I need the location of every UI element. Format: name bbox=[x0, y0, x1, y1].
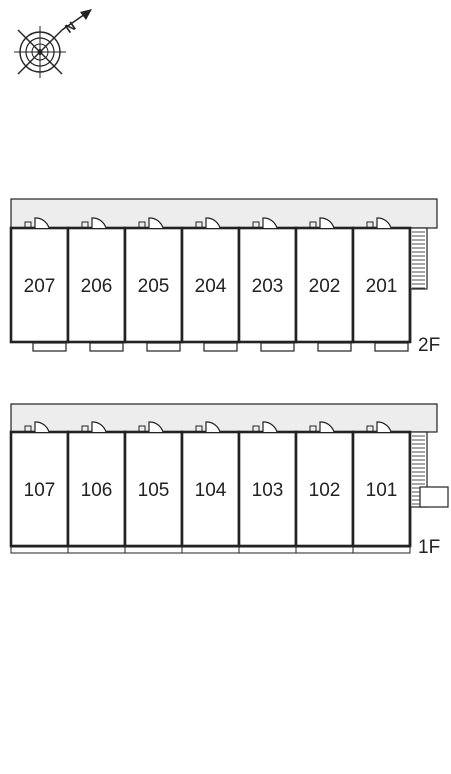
meter-box bbox=[309, 221, 317, 228]
compass-north-arrow bbox=[61, 9, 92, 31]
unit-number: 107 bbox=[24, 480, 56, 501]
unit-room bbox=[180, 430, 241, 548]
balcony bbox=[317, 342, 352, 352]
balcony bbox=[203, 342, 238, 352]
unit-number: 102 bbox=[309, 480, 341, 501]
corridor bbox=[10, 198, 438, 229]
meter-box bbox=[24, 221, 32, 228]
unit-number: 207 bbox=[24, 276, 56, 297]
floor-2f: 207 206 205 204 203 202 201 2F bbox=[9, 198, 440, 356]
meter-box bbox=[138, 221, 146, 228]
unit-number: 205 bbox=[138, 276, 170, 297]
meter-box bbox=[81, 425, 89, 432]
staircase bbox=[409, 431, 449, 508]
floor-1f: 107 106 105 104 103 102 101 1F bbox=[9, 403, 449, 558]
balcony bbox=[260, 342, 295, 352]
entrance-door bbox=[34, 421, 50, 433]
entrance-door bbox=[148, 217, 164, 229]
unit-room bbox=[237, 226, 298, 344]
unit-number: 201 bbox=[366, 276, 398, 297]
unit-number: 106 bbox=[81, 480, 113, 501]
unit-room bbox=[66, 226, 127, 344]
unit-number: 202 bbox=[309, 276, 341, 297]
staircase bbox=[409, 227, 428, 290]
entrance-door bbox=[262, 421, 278, 433]
meter-box bbox=[309, 425, 317, 432]
meter-box bbox=[138, 425, 146, 432]
unit-number: 206 bbox=[81, 276, 113, 297]
entrance-door bbox=[91, 217, 107, 229]
entrance-door bbox=[319, 217, 335, 229]
entrance-door bbox=[319, 421, 335, 433]
balcony bbox=[352, 546, 411, 554]
balcony bbox=[238, 546, 297, 554]
entrance-door bbox=[205, 421, 221, 433]
floor-label: 1F bbox=[418, 537, 440, 558]
unit-number: 105 bbox=[138, 480, 170, 501]
unit-number: 101 bbox=[366, 480, 398, 501]
meter-box bbox=[24, 425, 32, 432]
entrance-door bbox=[91, 421, 107, 433]
unit-room bbox=[123, 226, 184, 344]
meter-box bbox=[252, 221, 260, 228]
balcony bbox=[124, 546, 183, 554]
meter-box bbox=[252, 425, 260, 432]
meter-box bbox=[81, 221, 89, 228]
entrance-door bbox=[376, 217, 392, 229]
meter-box bbox=[195, 425, 203, 432]
entrance-door bbox=[148, 421, 164, 433]
balcony bbox=[67, 546, 126, 554]
balcony bbox=[10, 546, 69, 554]
meter-box bbox=[366, 221, 374, 228]
entrance-door bbox=[34, 217, 50, 229]
balcony bbox=[32, 342, 67, 352]
meter-box bbox=[366, 425, 374, 432]
balcony bbox=[374, 342, 409, 352]
balcony bbox=[89, 342, 124, 352]
unit-number: 204 bbox=[195, 276, 227, 297]
floor-label: 2F bbox=[418, 335, 440, 356]
balcony bbox=[295, 546, 354, 554]
balcony bbox=[181, 546, 240, 554]
unit-number: 104 bbox=[195, 480, 227, 501]
unit-number: 103 bbox=[252, 480, 284, 501]
compass-rose-icon bbox=[14, 26, 66, 78]
meter-box bbox=[195, 221, 203, 228]
entrance-door bbox=[205, 217, 221, 229]
stair-landing bbox=[419, 486, 449, 508]
entrance-door bbox=[262, 217, 278, 229]
unit-number: 203 bbox=[252, 276, 284, 297]
balcony bbox=[146, 342, 181, 352]
entrance-door bbox=[376, 421, 392, 433]
